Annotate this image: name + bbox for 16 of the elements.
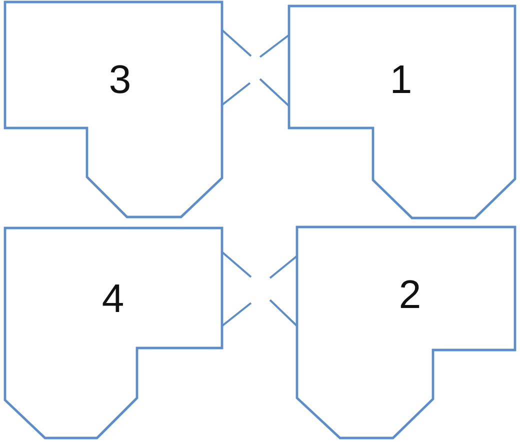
outline-shape — [3, 0, 224, 219]
connector-line — [269, 299, 298, 327]
connector-line — [259, 78, 290, 107]
connector-line — [221, 302, 252, 327]
number-label: 2 — [398, 275, 422, 315]
number-label: 4 — [102, 279, 124, 319]
outline-shape — [295, 225, 517, 440]
number-label: 3 — [108, 60, 132, 100]
connector-line — [221, 29, 252, 57]
connector-line — [259, 34, 290, 58]
outline-shape — [287, 4, 517, 220]
connector-line — [221, 82, 251, 106]
connector-line — [269, 255, 298, 279]
connector-line — [221, 251, 252, 278]
outline-shape — [3, 226, 224, 440]
number-label: 1 — [390, 60, 412, 100]
